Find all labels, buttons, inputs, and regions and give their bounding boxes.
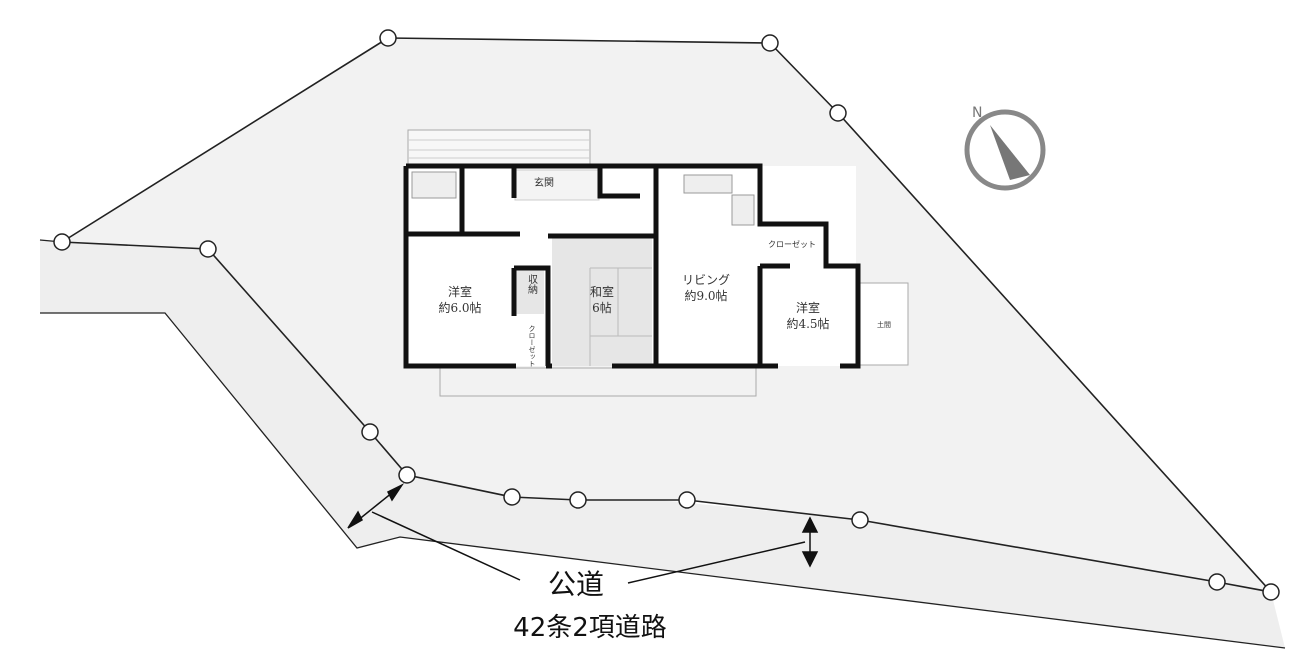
north-label: N [972,105,982,121]
public-road [40,240,1285,648]
storage-label: 収納 [526,274,538,295]
western-room-2-size: 約4.5帖 [786,316,829,331]
japanese-room-name: 和室 [590,284,614,299]
western-room-1-name: 洋室 [448,284,472,299]
closet-label: クローゼット [768,239,816,249]
road-type-label: 42条2項道路 [513,613,667,643]
floor-plan: 玄関 洋室 約6.0帖 収納 クローゼット 和室 6帖 リビング 約9.0帖 ク… [403,129,909,397]
road-edge [40,312,1286,649]
living-name: リビング [682,273,730,287]
western-room-2-name: 洋室 [796,300,820,315]
entrance-label: 玄関 [534,176,554,189]
road-name-label: 公道 [548,568,604,601]
living-size: 約9.0帖 [684,288,727,303]
japanese-room-size: 6帖 [592,300,612,315]
western-room-1-size: 約6.0帖 [438,300,481,315]
boundary-markers [53,29,1280,601]
small-closet-label: クローゼット [528,325,536,367]
earth-floor-label: 土間 [877,320,891,329]
north-arrow-icon: N [964,105,1046,191]
road-width-arrows [347,483,819,584]
